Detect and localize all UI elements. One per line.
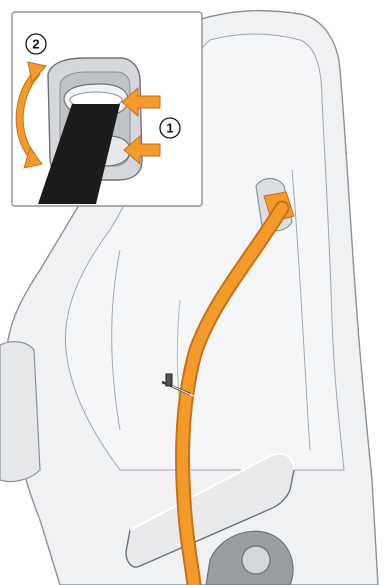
callout-2-label: 2 — [32, 37, 39, 52]
seat-side-bolster — [0, 342, 40, 482]
callout-1-label: 1 — [166, 121, 173, 136]
callout-2: 2 — [26, 34, 46, 54]
recliner-knob — [242, 546, 270, 574]
detail-inset: 2 1 — [12, 12, 202, 206]
callout-1: 1 — [160, 118, 180, 138]
